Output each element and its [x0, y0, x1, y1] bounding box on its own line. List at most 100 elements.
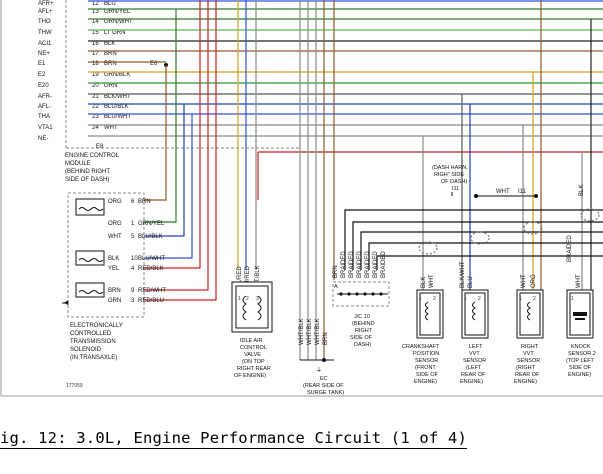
sensor-label-line: ENGINE)	[460, 379, 483, 385]
dash-harness-label: (DASH HARN,	[432, 165, 468, 171]
solenoid-pin-number: 6	[131, 199, 135, 205]
ecm-pin-number: 14	[92, 19, 99, 25]
idle-air-control-valve: YEL/RED BLU/RED WHT/BLK 1 2 3 IDLE AIR C…	[231, 265, 273, 379]
solenoid-pin: BLK 10 BLU/WHT	[108, 256, 165, 262]
solenoid-pin: BRN 9 RED/WHT	[108, 288, 166, 294]
ecm-pin-name: ACI1	[38, 41, 52, 47]
iac-label-line: IDLE AIR	[240, 338, 263, 344]
solenoid-pin: GRN 3 RED/BLU	[108, 298, 164, 304]
sensor-label-line: (FRONT	[415, 365, 436, 371]
ecm-pin-number: 13	[92, 9, 99, 15]
figure-id: 177059	[66, 383, 83, 389]
dash-harness-i11: I11	[518, 189, 527, 195]
sensor-pin: 2	[433, 296, 436, 302]
solenoid-label-line: TRANSMISSION	[70, 339, 116, 345]
iac-label-line: OF ENGINE)	[234, 373, 266, 379]
solenoid-label-line: (IN TRANSAXLE)	[70, 355, 117, 361]
solenoid-pin-number: 5	[131, 234, 135, 240]
ecm-pin-wire: GRN/YEL	[104, 9, 131, 15]
right-edge-braided: BRAIDED	[567, 235, 573, 262]
ecm-pin-number: 23	[92, 114, 99, 120]
ecm-label-line: ENGINE CONTROL	[65, 153, 120, 159]
junction-connector-jc10: BRN BRAIDED BRAIDED BRAIDED BRAIDED BRAI…	[332, 251, 390, 348]
ecm-wires	[88, 0, 603, 153]
sensor-label-line: KNOCK	[571, 344, 591, 350]
iac-wire-label: WHT/BLK	[255, 265, 261, 292]
ecm-pin-number: 22	[92, 104, 99, 110]
dash-harness-wht: WHT	[496, 189, 510, 195]
ecm-connector: AFR+ 12 BLU AFL+ 13 GRN/YEL THO 14 GRN/W…	[38, 0, 300, 183]
sensor-label-line: RIGHT	[521, 344, 539, 350]
iac-pin: 3	[256, 296, 259, 302]
solenoid-pin-color: GRN	[108, 298, 121, 304]
dash-harness-label: OF DASH)	[441, 179, 467, 185]
solenoid-pin-color: ORG	[108, 221, 122, 227]
sensor-label-line: SENSOR	[517, 358, 540, 364]
ecm-pin-name: AFR+	[38, 1, 54, 7]
solenoid-pin-number: 3	[131, 298, 135, 304]
ecm-pin-row: ACI1 16 BLK	[38, 41, 115, 47]
ecm-pin-name: NE-	[38, 136, 48, 142]
iac-pin: 1	[238, 296, 241, 302]
solenoid-pin-wire: RED/BLK	[138, 266, 164, 272]
solenoid-pin-number: 10	[131, 256, 138, 262]
ecm-pin-row: AFR- 21 BLK/WHT	[38, 94, 131, 100]
ground-symbol: ◄	[62, 298, 70, 307]
ec-label-line: SURGE TANK)	[307, 390, 344, 396]
sensor-label-line: ENGINE)	[568, 372, 591, 378]
ecm-pin-row: NE+ 17 BRN	[38, 51, 117, 57]
ecm-pin-wire: BLU	[104, 1, 116, 7]
sensor-label-line: VVT	[469, 351, 480, 357]
diagram-frame	[0, 0, 603, 397]
ecm-pin-wire: BLK/WHT	[104, 94, 131, 100]
ecm-pin-row: AFR+ 12 BLU	[38, 1, 116, 7]
ground-symbol: ⏚	[316, 367, 322, 374]
solenoid-label-line: SOLENOID	[70, 347, 102, 353]
ecm-pin-name: VTA1	[38, 125, 53, 131]
ecm-pin-row: NE-	[38, 136, 48, 142]
solenoid-pin: ORG 1 GRN/YEL	[108, 221, 165, 227]
ecm-pin-wire: GRN/BLK	[104, 72, 130, 78]
iac-wire-label: BLU/RED	[245, 265, 251, 292]
ec-label-line: EC	[320, 376, 328, 382]
solenoid-pin-color: WHT	[108, 234, 122, 240]
ecm-pin-number: 24	[92, 125, 99, 131]
ecm-pin-wire: BLK	[104, 41, 115, 47]
sensor-wire-label: WHT	[521, 274, 527, 288]
ecm-pin-name: THA	[38, 114, 50, 120]
sensor-wire-label: WHT	[576, 274, 582, 288]
sensor-label-line: VVT	[523, 351, 534, 357]
jc10-label-line: (BEHIND	[352, 321, 375, 327]
ecm-pin-number: 20	[92, 83, 99, 89]
sensor-label-line: SIDE OF	[569, 365, 592, 371]
solenoid-pin-number: 1	[131, 221, 135, 227]
solenoid-pin-wire: RED/BLU	[138, 298, 164, 304]
trunk-wires	[144, 0, 592, 360]
jc10-pin-a: A	[334, 284, 338, 290]
ec-label-line: (REAR SIDE OF	[303, 383, 344, 389]
sensor-wire-label: BLK/WHT	[460, 261, 466, 288]
ecm-pin-row: THO 14 GRN/WHT	[38, 19, 133, 25]
sensor-right-vvt: WHT ORG 1 2 RIGHT VVT SENSOR (RIGHT REAR…	[514, 274, 544, 385]
jc10-wire-label: BRAIDED	[373, 251, 379, 278]
ecm-pin-row: THW 15 LT GRN	[38, 30, 125, 36]
sensor-wire-label: WHT	[429, 274, 435, 288]
sensor-wire-label: ORG	[531, 274, 537, 288]
sensor-label-line: (LEFT	[466, 365, 482, 371]
dash-harness: (DASH HARN, RIGH" SIDE OF DASH) I11 WHT …	[432, 165, 538, 198]
ecm-pin-number: 19	[92, 72, 99, 78]
sensor-pin: 1	[419, 296, 422, 302]
solenoid-pin-wire: GRN/YEL	[138, 221, 165, 227]
jc10-wire-label: BRN	[333, 265, 339, 278]
sensor-label-line: POSITION	[413, 351, 439, 357]
ec-wire-label: WHT/BLK	[307, 318, 313, 345]
ecm-pin-name: THW	[38, 30, 52, 36]
sensor-label-line: LEFT	[469, 344, 483, 350]
ecm-pin-name: AFR-	[38, 94, 52, 100]
iac-label-line: (ON TOP	[242, 359, 265, 365]
jc10-wire-label: BRAIDED	[349, 251, 355, 278]
sensor-label-line: SIDE OF	[416, 372, 439, 378]
sensor-pin: 1	[464, 296, 467, 302]
solenoid-pin-number: 4	[131, 266, 135, 272]
ecm-e8-label: E8	[96, 144, 104, 150]
